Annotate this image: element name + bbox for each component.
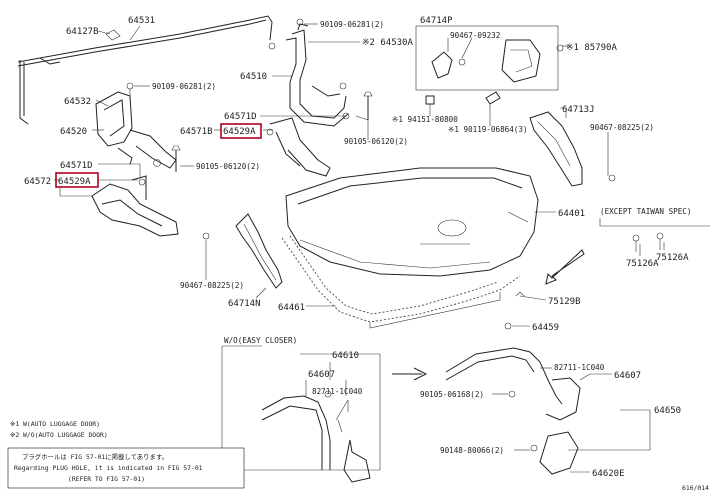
label-wo-easy-closer[interactable]: W/O(EASY CLOSER)	[224, 336, 297, 345]
hinge-right-64510	[285, 18, 373, 127]
label-90105-06168[interactable]: 90105-06168(2)	[420, 390, 484, 399]
label-64529A-upper[interactable]: 64529A	[223, 127, 256, 137]
legend-auto-luggage-door: ※1 W(AUTO LUGGAGE DOOR)	[10, 420, 100, 428]
label-64510[interactable]: 64510	[240, 72, 267, 82]
label-except-taiwan[interactable]: (EXCEPT TAIWAN SPEC)	[600, 207, 691, 216]
note-english: Regarding PLUG HOLE, it is indicated in …	[14, 464, 203, 472]
label-64532[interactable]: 64532	[64, 97, 91, 107]
label-64620E[interactable]: 64620E	[592, 469, 625, 479]
note-box	[7, 447, 245, 489]
label-64571D-lower[interactable]: 64571D	[60, 161, 93, 171]
label-64650[interactable]: 64650	[654, 406, 681, 416]
trim-64713J	[529, 111, 616, 187]
label-64530A[interactable]: ※2 64530A	[362, 38, 413, 48]
label-64713J[interactable]: 64713J	[562, 105, 595, 115]
label-64714N[interactable]: 64714N	[228, 299, 261, 309]
label-64529A-lower[interactable]: 64529A	[58, 177, 91, 187]
page-code: 616/014	[682, 484, 709, 492]
label-64571D-upper[interactable]: 64571D	[224, 112, 257, 122]
label-64714P[interactable]: 64714P	[420, 16, 453, 26]
label-90109-06281-top[interactable]: 90109-06281(2)	[320, 20, 384, 29]
label-64607-left[interactable]: 64607	[308, 370, 335, 380]
arrow-75129B	[504, 249, 585, 330]
label-90467-08225-left[interactable]: 90467-08225(2)	[180, 281, 244, 290]
label-75129B[interactable]: 75129B	[548, 297, 581, 307]
clips-75126A	[632, 232, 664, 252]
label-82711-1C040-right[interactable]: 82711-1C040	[554, 363, 605, 372]
box-64714P	[415, 25, 564, 91]
label-64572[interactable]: 64572	[24, 177, 51, 187]
label-90148-80066[interactable]: 90148-80066(2)	[440, 446, 504, 455]
label-64607-right[interactable]: 64607	[614, 371, 641, 381]
label-90105-06120-lower[interactable]: 90105-06120(2)	[196, 162, 260, 171]
strip-64714N	[202, 213, 283, 289]
hinge-64572	[91, 145, 181, 237]
leader-lines	[54, 23, 710, 473]
fasteners-upper-right	[425, 91, 501, 105]
note-refer: (REFER TO FIG 57-01)	[68, 475, 145, 483]
label-64520[interactable]: 64520	[60, 127, 87, 137]
label-94151-80800[interactable]: ※1 94151-80800	[392, 115, 458, 124]
legend: ※1 W(AUTO LUGGAGE DOOR) ※2 W/O(AUTO LUGG…	[10, 420, 108, 439]
highlight-64529A-lower	[55, 172, 99, 188]
rod-64531	[17, 15, 276, 125]
inner-panel-64461	[281, 235, 521, 329]
label-75126A-a[interactable]: 75126A	[626, 259, 659, 269]
label-90109-06281-left[interactable]: 90109-06281(2)	[152, 82, 216, 91]
label-75126A-b[interactable]: 75126A	[656, 253, 689, 263]
legend-without-auto-luggage-door: ※2 W/O(AUTO LUGGAGE DOOR)	[10, 431, 108, 439]
label-64401[interactable]: 64401	[558, 209, 585, 219]
label-64531[interactable]: 64531	[128, 16, 155, 26]
label-64610[interactable]: 64610	[332, 351, 359, 361]
highlight-64529A-upper	[220, 123, 262, 139]
label-90467-09232[interactable]: 90467-09232	[450, 31, 500, 40]
note-japanese: プラグホールは FIG 57-01に掲載してあります。	[22, 452, 168, 461]
label-90467-08225-right[interactable]: 90467-08225(2)	[590, 123, 654, 132]
label-64127B[interactable]: 64127B	[66, 27, 99, 37]
label-64461[interactable]: 64461	[278, 303, 305, 313]
label-82711-1C040-left[interactable]: 82711-1C040	[312, 387, 363, 396]
label-64459[interactable]: 64459	[532, 323, 559, 333]
label-90105-06120-upper[interactable]: 90105-06120(2)	[344, 137, 408, 146]
label-90119-06864[interactable]: ※1 90119-06864(3)	[448, 125, 528, 134]
note-text: プラグホールは FIG 57-01に掲載してあります。 Regarding PL…	[14, 452, 203, 483]
label-85790A[interactable]: ※1 85790A	[566, 43, 617, 53]
hinge-left-64520	[95, 82, 177, 169]
part-labels: 64127B 64531 64532 64520 90109-06281(2) …	[24, 16, 691, 479]
label-64571B[interactable]: 64571B	[180, 127, 213, 137]
easy-closer-section	[261, 347, 581, 483]
trunk-lid-64401	[285, 167, 539, 277]
